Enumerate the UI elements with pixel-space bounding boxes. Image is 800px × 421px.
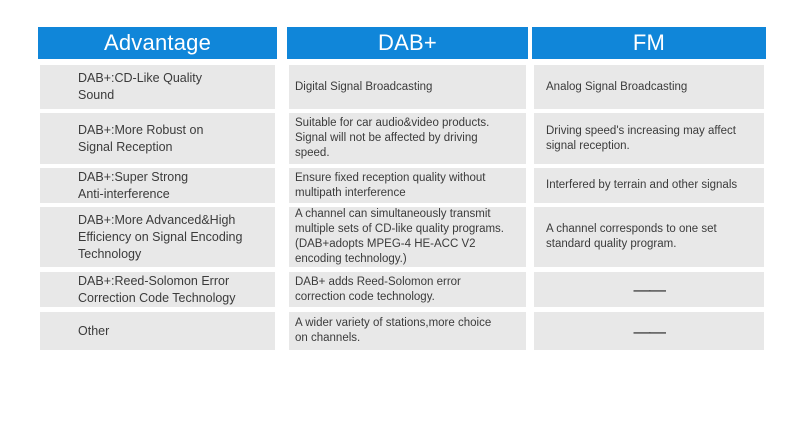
fm-row-6-dash-placeholder: —— — [534, 312, 764, 350]
fm-row-3: Interfered by terrain and other signals — [534, 168, 764, 203]
dab-plus-row-1: Digital Signal Broadcasting — [289, 65, 526, 109]
column-dab-plus-header: DAB+ — [287, 27, 528, 59]
fm-row-1: Analog Signal Broadcasting — [534, 65, 764, 109]
column-dab-plus: DAB+ Digital Signal Broadcasting Suitabl… — [287, 27, 528, 350]
advantage-row-6: Other — [40, 312, 275, 350]
column-advantage-header: Advantage — [38, 27, 277, 59]
column-fm-header: FM — [532, 27, 766, 59]
dab-plus-row-3: Ensure fixed reception quality without m… — [289, 168, 526, 203]
column-advantage: Advantage DAB+:CD-Like Quality Sound DAB… — [38, 27, 277, 350]
advantage-row-2: DAB+:More Robust on Signal Reception — [40, 113, 275, 164]
advantage-row-5: DAB+:Reed-Solomon Error Correction Code … — [40, 272, 275, 307]
dab-plus-row-2: Suitable for car audio&video products. S… — [289, 113, 526, 164]
fm-row-5-dash-placeholder: —— — [534, 272, 764, 307]
advantage-row-3: DAB+:Super Strong Anti-interference — [40, 168, 275, 203]
fm-row-4: A channel corresponds to one set standar… — [534, 207, 764, 267]
dab-plus-row-5: DAB+ adds Reed-Solomon error correction … — [289, 272, 526, 307]
dab-plus-row-4: A channel can simultaneously transmit mu… — [289, 207, 526, 267]
advantage-row-4: DAB+:More Advanced&High Efficiency on Si… — [40, 207, 275, 267]
dab-plus-row-6: A wider variety of stations,more choice … — [289, 312, 526, 350]
advantage-row-1: DAB+:CD-Like Quality Sound — [40, 65, 275, 109]
column-fm: FM Analog Signal Broadcasting Driving sp… — [532, 27, 766, 350]
fm-row-2: Driving speed's increasing may affect si… — [534, 113, 764, 164]
